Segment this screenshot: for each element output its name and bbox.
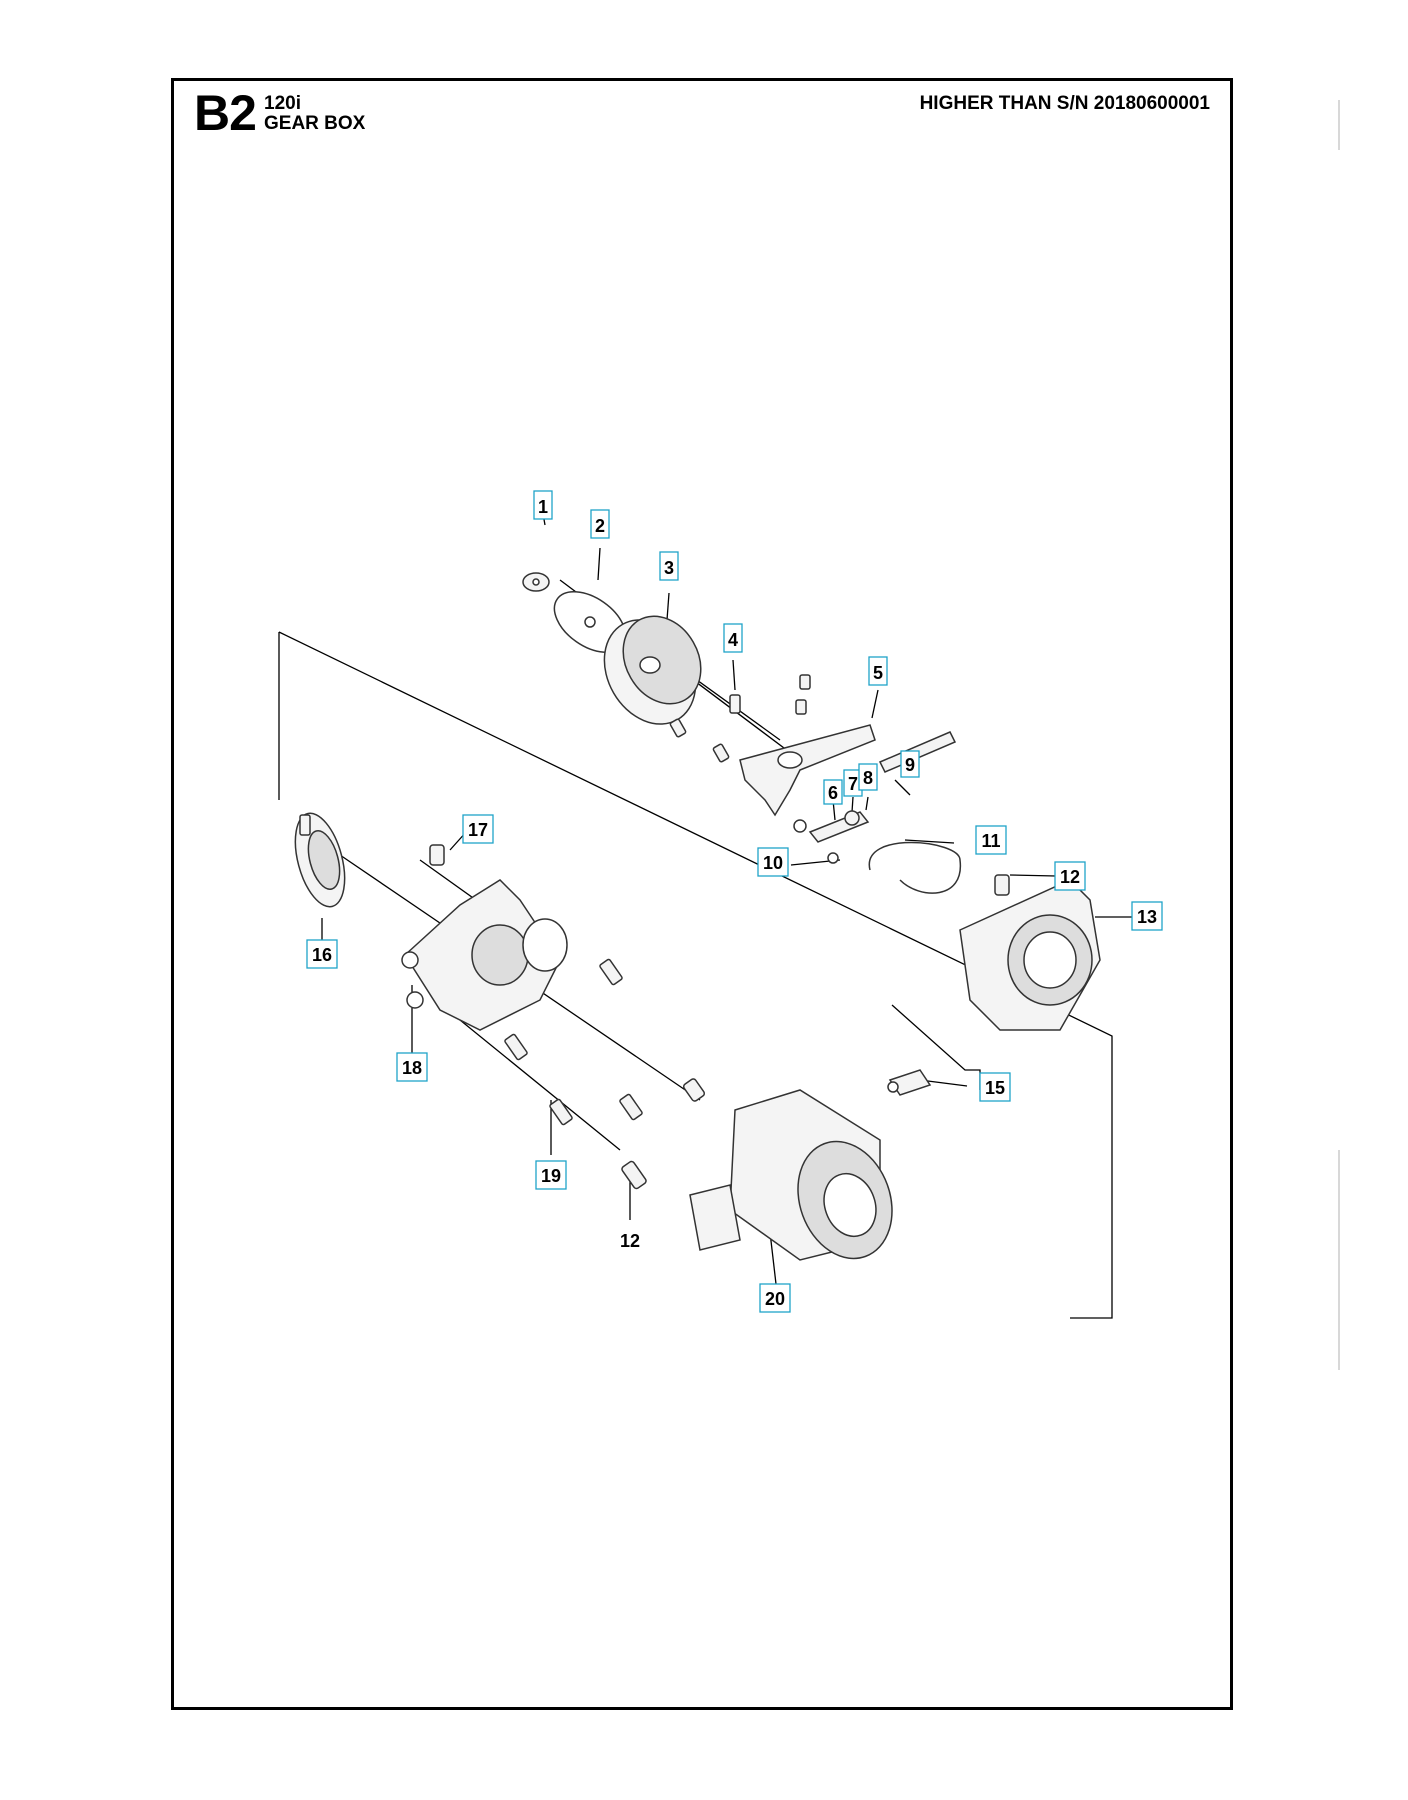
part-drawings — [294, 572, 1101, 1261]
callout-9: 9 — [900, 750, 920, 778]
svg-text:7: 7 — [848, 774, 858, 794]
svg-text:13: 13 — [1137, 907, 1157, 927]
callout-19: 19 — [535, 1160, 567, 1190]
callout-6: 6 — [823, 779, 843, 805]
svg-text:4: 4 — [728, 630, 738, 650]
part-10-ring — [827, 852, 839, 864]
part-12-screw-b — [621, 1160, 647, 1190]
svg-text:1: 1 — [538, 497, 548, 517]
callout-1: 1 — [533, 490, 553, 520]
callout-3: 3 — [659, 551, 679, 581]
callout-8: 8 — [858, 763, 878, 791]
page-frame — [171, 78, 1233, 1710]
svg-text:6: 6 — [828, 783, 838, 803]
part-4-screw — [729, 694, 741, 714]
callout-10: 10 — [757, 847, 789, 877]
svg-text:11: 11 — [981, 831, 1000, 851]
model-name: 120i — [264, 93, 301, 114]
svg-text:3: 3 — [664, 558, 674, 578]
page-code: B2 — [194, 85, 257, 141]
svg-text:18: 18 — [402, 1058, 422, 1078]
callout-2: 2 — [590, 509, 610, 539]
edge-mark — [1338, 100, 1340, 150]
callout-12b: 12 — [620, 1231, 640, 1251]
serial-note: HIGHER THAN S/N 20180600001 — [919, 93, 1210, 114]
callout-11: 11 — [975, 825, 1007, 855]
svg-text:12: 12 — [1060, 867, 1080, 887]
svg-text:19: 19 — [541, 1166, 561, 1186]
callout-12a: 12 — [1054, 861, 1086, 891]
part-12-screw-a — [994, 874, 1010, 896]
callout-16: 16 — [306, 939, 338, 969]
svg-text:10: 10 — [763, 853, 783, 873]
callout-5: 5 — [868, 656, 888, 686]
svg-text:8: 8 — [863, 768, 873, 788]
callout-15: 15 — [979, 1072, 1011, 1102]
part-11-band — [868, 841, 961, 894]
callout-labels: 1 2 3 4 5 6 7 8 — [306, 490, 1163, 1313]
callout-13: 13 — [1131, 901, 1163, 931]
svg-text:17: 17 — [468, 820, 488, 840]
part-5-lever-plate — [739, 724, 876, 817]
svg-text:5: 5 — [873, 663, 883, 683]
section-title: GEAR BOX — [264, 113, 366, 134]
frame-line-diagonal — [278, 631, 1113, 1319]
callout-20: 20 — [759, 1283, 791, 1313]
edge-mark — [1338, 1150, 1340, 1370]
callout-7: 7 — [843, 769, 863, 797]
callout-4: 4 — [723, 623, 743, 653]
svg-text:16: 16 — [312, 945, 332, 965]
svg-text:12: 12 — [620, 1231, 640, 1251]
callout-17: 17 — [462, 814, 494, 844]
svg-text:15: 15 — [985, 1078, 1005, 1098]
callout-18: 18 — [396, 1052, 428, 1082]
part-19-screw — [549, 1098, 573, 1126]
svg-text:20: 20 — [765, 1289, 785, 1309]
part-17-screw — [429, 844, 445, 866]
svg-text:9: 9 — [905, 755, 915, 775]
svg-text:2: 2 — [595, 516, 605, 536]
